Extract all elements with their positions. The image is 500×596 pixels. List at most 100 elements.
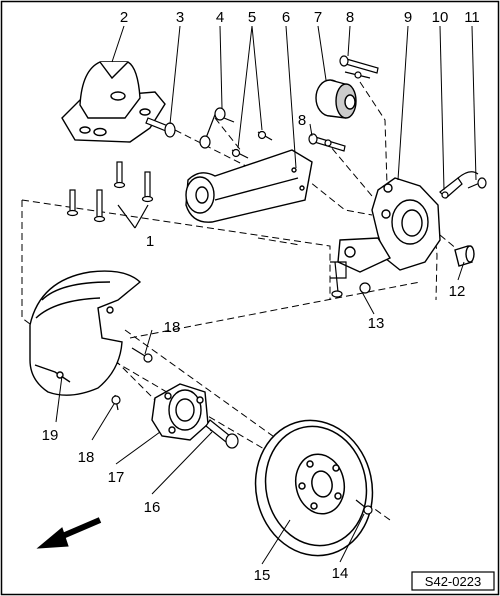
bracket-13 (330, 261, 347, 279)
bolt-3-head (164, 122, 176, 138)
label-13: 13 (368, 315, 385, 332)
leader-12 (457, 261, 465, 281)
leader-2 (111, 25, 125, 63)
sensor-cable (457, 171, 479, 179)
shield-bolt-a-head (143, 353, 153, 363)
leader-9 (397, 25, 409, 181)
wheel-hub-part (151, 383, 209, 441)
label-4: 4 (216, 9, 224, 26)
sensor-part (439, 171, 479, 199)
leader-3 (169, 25, 181, 125)
disc-bolt-hole-e (298, 482, 306, 490)
arm-hole-b (299, 185, 305, 191)
hub-stud-b (196, 396, 204, 404)
label-2: 2 (120, 9, 128, 26)
sensor-tip (441, 191, 449, 199)
bracket-hole-right (139, 108, 151, 116)
bracket-top-hole (110, 91, 126, 101)
hub-bolt-part (205, 419, 239, 449)
rod-4-bottom-joint (199, 135, 211, 149)
nut-13 (359, 282, 371, 294)
dash-arm-lower (257, 237, 301, 246)
assembly-lines (21, 81, 459, 521)
leader-4 (219, 25, 223, 109)
label-15: 15 (254, 567, 271, 584)
bracket-dome (79, 61, 141, 119)
dash-arm-knuckle (294, 169, 373, 216)
bushing-12-face (465, 245, 475, 263)
dash-bolt-18 (114, 359, 156, 401)
shield-edge (34, 364, 71, 383)
bracket-hole-left (79, 126, 91, 134)
bolt-1a (69, 189, 76, 213)
label-7: 7 (314, 9, 322, 26)
knuckle-lower-eye (344, 246, 356, 258)
label-1: 1 (146, 233, 154, 250)
label-9: 9 (404, 9, 412, 26)
bracket-ridge (99, 61, 129, 80)
trailing-arm-part (185, 149, 313, 223)
stud-13-end (331, 290, 343, 298)
dash-bolt-8a (359, 81, 388, 186)
label-6: 6 (282, 9, 290, 26)
bushing-12-part (454, 245, 475, 267)
bolt-3-part (145, 117, 176, 138)
bolt-1d-head (141, 195, 154, 203)
label-5: 5 (248, 9, 256, 26)
leader-18b (91, 403, 115, 441)
shield-ribs (35, 281, 111, 319)
disc-bolt-hole-b (332, 464, 340, 472)
bolts-5-part (231, 130, 273, 159)
shield-bolt-b-head (111, 395, 121, 405)
leader-8a (347, 25, 351, 57)
sensor-bolt-part (467, 177, 487, 189)
figure-code: S42-0223 (425, 574, 481, 589)
leader-16 (151, 431, 213, 495)
direction-arrow-head (36, 527, 69, 549)
shield-bolts-part (111, 347, 153, 411)
disc-screw-shank (355, 499, 367, 509)
part-labels: 2 3 4 5 6 7 8 9 10 11 8 1 12 13 18 19 18… (42, 9, 480, 584)
bearing-bush-part (315, 79, 357, 119)
label-8-upper: 8 (346, 9, 354, 26)
dash-sensor (431, 197, 438, 301)
dash-bushing (439, 234, 459, 251)
label-18-upper: 18 (164, 319, 181, 336)
shield-hole-a (106, 306, 114, 314)
brake-disc-part (254, 419, 374, 557)
leader-13 (361, 291, 375, 315)
hub-stud-a (164, 392, 172, 400)
figure-code-box: S42-0223 (411, 571, 495, 591)
rod-4-top-joint (214, 107, 226, 121)
leader-8b (309, 123, 313, 137)
bush-core (344, 94, 356, 110)
bolt-8a-nut (354, 71, 362, 79)
coupling-rod-part (199, 107, 235, 149)
knuckle-eye-top (383, 183, 393, 193)
hub-stud-c (168, 426, 176, 434)
leader-14 (339, 513, 365, 563)
bolt-5a-head (231, 148, 241, 158)
arm-body (185, 149, 313, 223)
label-10: 10 (432, 9, 449, 26)
label-3: 3 (176, 9, 184, 26)
disc-center-hole (311, 470, 333, 498)
label-19: 19 (42, 427, 59, 444)
label-18-lower: 18 (78, 449, 95, 466)
leader-10 (439, 25, 445, 191)
sensor-bolt-head (477, 177, 487, 189)
disc-bolt-hole-a (306, 460, 314, 468)
knuckle-part (337, 177, 441, 273)
label-14: 14 (332, 565, 349, 582)
bolt-8a-upper-head (339, 55, 349, 67)
leader-11 (471, 25, 477, 181)
disc-bolt-hole-d (310, 502, 318, 510)
rod-4-stud (223, 117, 235, 123)
figure-code-frame (411, 571, 495, 591)
label-16: 16 (144, 499, 161, 516)
leader-6 (285, 25, 297, 169)
hub-bolt-head (225, 433, 239, 449)
disc-screw-head (363, 505, 373, 515)
disc-screw-part (355, 499, 373, 515)
